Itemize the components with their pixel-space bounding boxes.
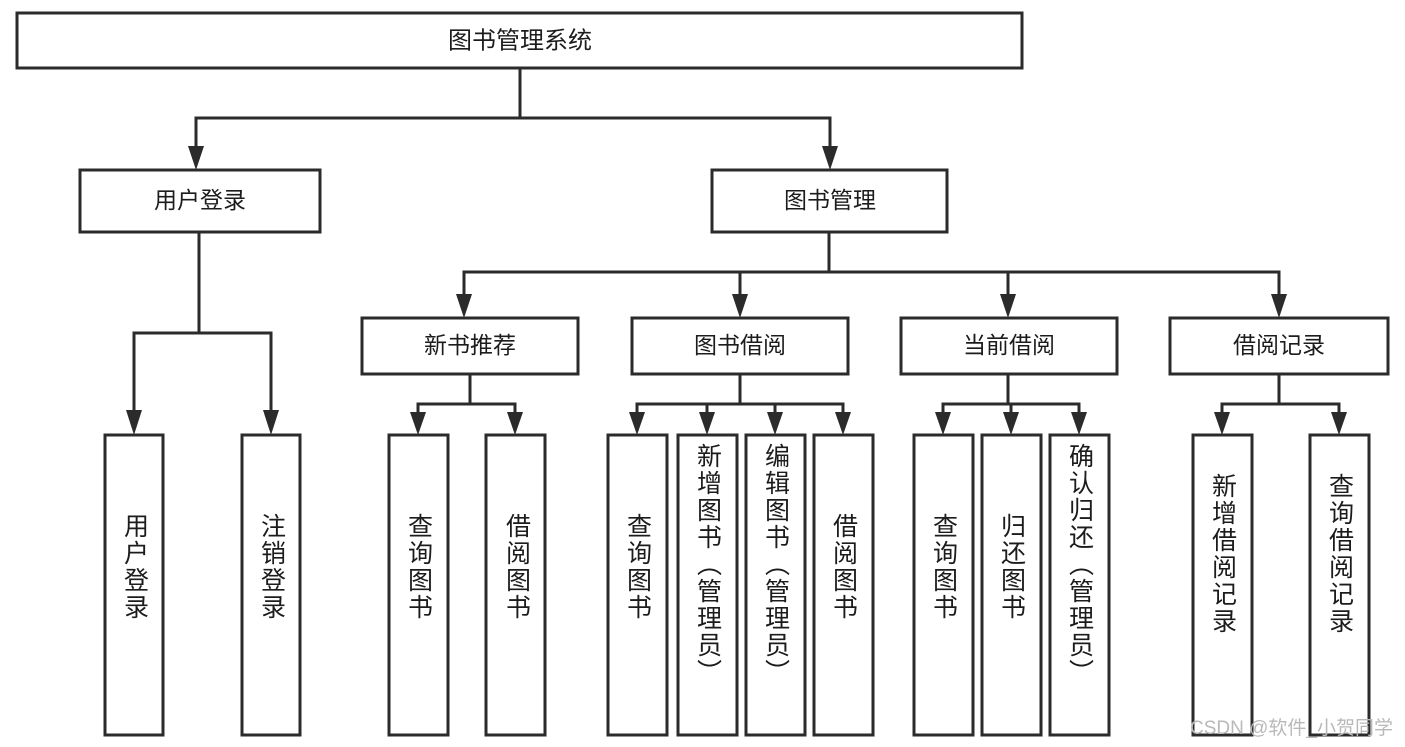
arrow-head-leaf-query-book-recommend (410, 412, 426, 435)
node-leaf-query-borrow-record-box[interactable] (1308, 433, 1371, 737)
node-leaf-add-borrow-record-box[interactable] (1191, 433, 1254, 737)
node-leaf-query-book-recommend-box[interactable] (387, 433, 450, 737)
arrow-head-current-borrow (1000, 294, 1016, 318)
arrow-head-leaf-borrow-book-recommend (507, 412, 523, 435)
node-user-login[interactable]: 用户登录 (78, 168, 322, 234)
node-leaf-borrow-book-recommend-box[interactable] (484, 433, 547, 737)
connector-group-current-borrow (935, 372, 1087, 435)
node-book-management-label: 图书管理 (784, 187, 876, 213)
arrow-head-user-login (188, 146, 204, 170)
node-leaf-query-book-borrow-box[interactable] (606, 433, 669, 737)
node-current-borrow-label: 当前借阅 (963, 332, 1055, 358)
connector-group-borrow-record (1214, 372, 1347, 435)
arrow-head-new-book-recommend (456, 294, 472, 318)
node-new-book-recommend[interactable]: 新书推荐 (360, 316, 580, 376)
node-leaf-return-book-box[interactable] (980, 433, 1043, 737)
node-leaf-edit-book-admin-box[interactable] (744, 433, 807, 737)
connector-group-book-borrow (629, 372, 851, 435)
arrow-head-leaf-logout (263, 410, 279, 435)
node-user-login-box[interactable] (78, 168, 322, 234)
csdn-watermark: CSDN @软件_小贺同学 (1190, 718, 1393, 739)
arrow-head-leaf-borrow-book (835, 412, 851, 435)
arrow-head-leaf-query-borrow-record (1331, 412, 1347, 435)
node-borrow-record-box[interactable] (1168, 316, 1390, 376)
node-leaf-logout-box[interactable] (240, 433, 302, 737)
node-book-borrow-label: 图书借阅 (694, 332, 786, 358)
node-root-label: 图书管理系统 (448, 27, 592, 54)
node-book-management[interactable]: 图书管理 (710, 168, 949, 234)
node-user-login-label: 用户登录 (154, 187, 246, 213)
connector-group-new-book-recommend (410, 372, 523, 435)
arrow-head-leaf-query-book-borrow (629, 412, 645, 435)
arrow-head-leaf-return-book (1003, 412, 1019, 435)
arrow-head-book-borrow (732, 294, 748, 318)
node-book-borrow[interactable]: 图书借阅 (630, 316, 850, 376)
node-leaf-query-book-current-box[interactable] (912, 433, 975, 737)
node-leaf-confirm-return-admin-box[interactable] (1048, 433, 1111, 737)
node-root-box[interactable] (15, 11, 1024, 70)
node-leaf-add-book-admin-box[interactable] (676, 433, 739, 737)
arrow-head-leaf-edit-book-admin (767, 412, 783, 435)
node-current-borrow[interactable]: 当前借阅 (899, 316, 1119, 376)
arrow-head-leaf-add-borrow-record (1214, 412, 1230, 435)
node-leaf-borrow-book-box[interactable] (812, 433, 875, 737)
arrow-head-leaf-add-book-admin (699, 412, 715, 435)
node-borrow-record[interactable]: 借阅记录 (1168, 316, 1390, 376)
connector-group-book-management (456, 230, 1287, 318)
node-borrow-record-label: 借阅记录 (1233, 332, 1325, 358)
node-current-borrow-box[interactable] (899, 316, 1119, 376)
node-book-borrow-box[interactable] (630, 316, 850, 376)
arrow-head-leaf-user-login (126, 410, 142, 435)
arrow-head-borrow-record (1271, 294, 1287, 318)
arrow-head-leaf-confirm-return-admin (1071, 412, 1087, 435)
arrow-head-book-management (822, 146, 838, 170)
connector-group-user-login (126, 230, 279, 435)
node-new-book-recommend-label: 新书推荐 (424, 332, 516, 358)
connector-group-root (188, 66, 838, 170)
arrow-head-leaf-query-book-current (935, 412, 951, 435)
node-root[interactable]: 图书管理系统 (15, 11, 1024, 70)
node-leaf-user-login-box[interactable] (103, 433, 165, 737)
node-book-management-box[interactable] (710, 168, 949, 234)
node-new-book-recommend-box[interactable] (360, 316, 580, 376)
